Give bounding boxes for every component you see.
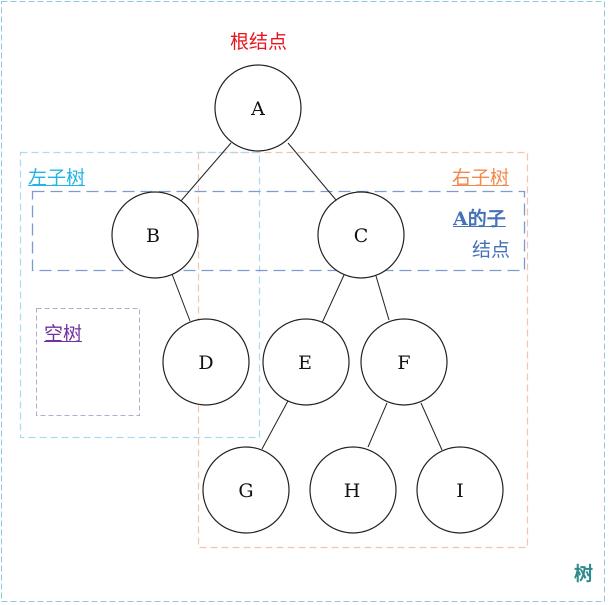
empty-tree-boundary bbox=[36, 308, 140, 416]
node-h bbox=[309, 446, 397, 534]
node-e bbox=[262, 318, 350, 406]
node-c bbox=[317, 191, 405, 279]
children-of-a-label-line1: A的子 bbox=[453, 208, 506, 230]
node-b bbox=[111, 191, 199, 279]
node-h-label: H bbox=[344, 480, 361, 502]
edge-a-c bbox=[287, 142, 337, 201]
node-g bbox=[202, 446, 290, 534]
edge-e-g bbox=[261, 398, 290, 450]
node-f bbox=[360, 318, 448, 406]
edge-c-e bbox=[321, 274, 345, 324]
left-subtree-label: 左子树 bbox=[28, 167, 86, 189]
edge-b-d bbox=[171, 273, 191, 322]
node-i bbox=[416, 446, 504, 534]
node-d bbox=[162, 318, 250, 406]
edge-f-h bbox=[367, 402, 388, 448]
left-subtree-boundary bbox=[19, 151, 261, 439]
node-b-label: B bbox=[146, 225, 160, 247]
node-i-label: I bbox=[456, 480, 464, 502]
edge-f-i bbox=[420, 402, 443, 451]
right-subtree-label: 右子树 bbox=[452, 167, 510, 189]
node-g-label: G bbox=[238, 480, 253, 502]
node-a-label: A bbox=[250, 98, 265, 120]
root-node-label: 根结点 bbox=[230, 31, 288, 53]
edge-c-f bbox=[375, 275, 390, 321]
empty-tree-label: 空树 bbox=[44, 323, 83, 345]
node-c-label: C bbox=[354, 225, 369, 247]
children-of-a-boundary bbox=[31, 190, 526, 272]
children-of-a-label-line2: 结点 bbox=[472, 239, 511, 261]
node-d-label: D bbox=[198, 352, 213, 374]
node-e-label: E bbox=[298, 352, 312, 374]
edge-a-b bbox=[179, 142, 232, 203]
tree-label: 树 bbox=[574, 563, 594, 585]
node-f-label: F bbox=[397, 352, 410, 374]
node-a bbox=[214, 64, 302, 152]
